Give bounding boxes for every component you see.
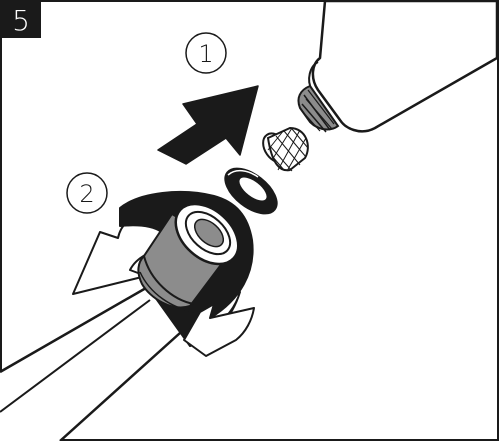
step-number: 5 — [12, 4, 30, 37]
step-badge: 5 — [1, 1, 41, 38]
callout-2: 2 — [67, 173, 107, 213]
callout-2-number: 2 — [79, 180, 94, 208]
callout-1-number: 1 — [198, 40, 213, 68]
callout-1: 1 — [186, 33, 226, 73]
